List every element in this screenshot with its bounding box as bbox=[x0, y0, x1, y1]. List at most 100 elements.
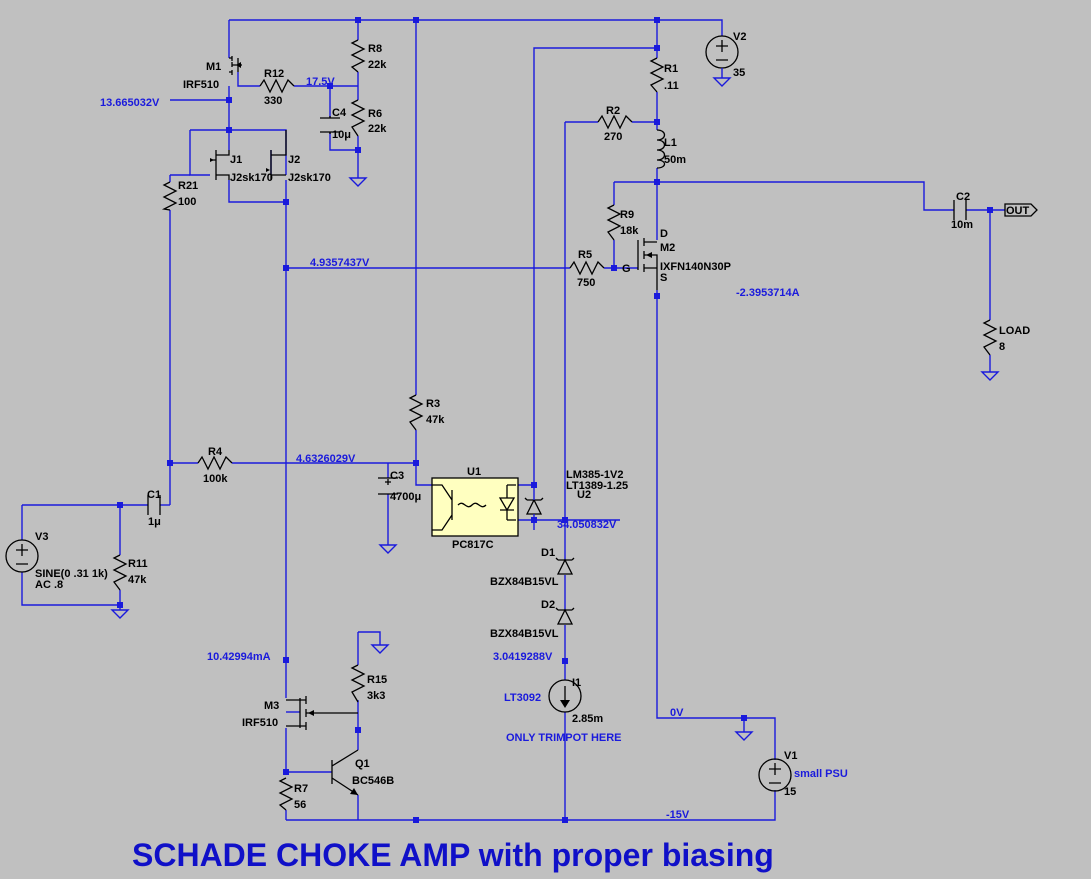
out-label: OUT bbox=[1006, 205, 1030, 217]
resistor-r5 bbox=[569, 260, 605, 276]
r9-value: 18k bbox=[620, 225, 639, 237]
c2-name: C2 bbox=[956, 191, 970, 203]
zener-d2 bbox=[555, 607, 575, 625]
resistor-r7 bbox=[278, 777, 294, 811]
capacitor-c3 bbox=[378, 477, 398, 495]
resistor-r8 bbox=[350, 39, 366, 73]
m3-value: IRF510 bbox=[242, 717, 278, 729]
q1-name: Q1 bbox=[355, 758, 370, 770]
load-name: LOAD bbox=[999, 325, 1030, 337]
i1-type: LT3092 bbox=[504, 692, 541, 704]
r7-value: 56 bbox=[294, 799, 306, 811]
r5-name: R5 bbox=[578, 249, 592, 261]
m1-value: IRF510 bbox=[183, 79, 219, 91]
operating-point-annotations: 17.5V 13.665032V 4.9357437V -2.3953714A … bbox=[100, 76, 800, 821]
source-v3 bbox=[5, 539, 39, 573]
bjt-q1 bbox=[331, 749, 359, 796]
r11-value: 47k bbox=[128, 574, 147, 586]
d2-name: D2 bbox=[541, 599, 555, 611]
r8-name: R8 bbox=[368, 43, 382, 55]
r15-name: R15 bbox=[367, 674, 387, 686]
r21-name: R21 bbox=[178, 180, 198, 192]
annotation-v-j: 13.665032V bbox=[100, 97, 160, 109]
component-labels: M1 IRF510 R8 22k R12 330 C4 10μ R6 22k J… bbox=[35, 31, 1030, 811]
r6-value: 22k bbox=[368, 123, 387, 135]
resistor-r21 bbox=[161, 181, 178, 211]
resistor-r15 bbox=[350, 664, 366, 703]
optocoupler-u1 bbox=[431, 477, 519, 537]
annotation-v-i1: 3.0419288V bbox=[493, 651, 553, 663]
output-port bbox=[1004, 203, 1038, 217]
c2-value: 10m bbox=[951, 219, 973, 231]
c3-value: 4700μ bbox=[390, 491, 421, 503]
mosfet-m2 bbox=[637, 238, 658, 290]
r4-name: R4 bbox=[208, 446, 223, 458]
r1-name: R1 bbox=[664, 63, 678, 75]
v1-value: 15 bbox=[784, 786, 796, 798]
q1-value: BC546B bbox=[352, 775, 394, 787]
m2-value: IXFN140N30P bbox=[660, 261, 731, 273]
d2-value: BZX84B15VL bbox=[490, 628, 559, 640]
i1-value: 2.85m bbox=[572, 713, 603, 725]
resistor-r3 bbox=[408, 394, 424, 431]
m2-g: G bbox=[622, 263, 631, 275]
resistor-r6 bbox=[350, 99, 366, 137]
m2-name: M2 bbox=[660, 242, 675, 254]
m2-s: S bbox=[660, 272, 667, 284]
c1-name: C1 bbox=[147, 489, 161, 501]
annotation-v-top: 17.5V bbox=[306, 76, 335, 88]
r9-name: R9 bbox=[620, 209, 634, 221]
junctions bbox=[117, 17, 993, 823]
r7-name: R7 bbox=[294, 783, 308, 795]
l1-value: 50m bbox=[664, 154, 686, 166]
annotation-i-m3: 10.42994mA bbox=[207, 651, 271, 663]
zener-d1 bbox=[555, 557, 575, 575]
u2-name: U2 bbox=[577, 489, 591, 501]
u1-value: PC817C bbox=[452, 539, 494, 551]
resistor-r1 bbox=[649, 57, 665, 93]
v2-value: 35 bbox=[733, 67, 745, 79]
annotation-v-r4: 4.6326029V bbox=[296, 453, 356, 465]
resistor-load bbox=[982, 319, 998, 356]
r1-value: .11 bbox=[664, 80, 679, 92]
m1-name: M1 bbox=[206, 61, 221, 73]
annotation-i-source: -2.3953714A bbox=[736, 287, 800, 299]
resistor-r11 bbox=[112, 554, 128, 591]
annotation-v-zero: 0V bbox=[670, 707, 684, 719]
v3-ac: AC .8 bbox=[35, 579, 63, 591]
load-value: 8 bbox=[999, 341, 1005, 353]
j2-value: J2sk170 bbox=[288, 172, 331, 184]
r5-value: 750 bbox=[577, 277, 595, 289]
v1-note: small PSU bbox=[794, 768, 848, 780]
d1-name: D1 bbox=[541, 547, 555, 559]
source-v2 bbox=[705, 35, 739, 78]
schematic-title: SCHADE CHOKE AMP with proper biasing bbox=[132, 837, 774, 873]
c4-name: C4 bbox=[332, 107, 347, 119]
r2-name: R2 bbox=[606, 105, 620, 117]
v3-name: V3 bbox=[35, 531, 48, 543]
r11-name: R11 bbox=[128, 558, 148, 570]
u1-name: U1 bbox=[467, 466, 481, 478]
r3-name: R3 bbox=[426, 398, 440, 410]
jfet-j2 bbox=[266, 130, 287, 180]
c1-value: 1μ bbox=[148, 516, 161, 528]
j2-name: J2 bbox=[288, 154, 300, 166]
current-source-i1 bbox=[548, 679, 582, 713]
m3-name: M3 bbox=[264, 700, 279, 712]
l1-name: L1 bbox=[664, 137, 677, 149]
annotation-v-gate: 4.9357437V bbox=[310, 257, 370, 269]
r21-value: 100 bbox=[178, 196, 196, 208]
annotation-v-u1: 34.050832V bbox=[557, 519, 617, 531]
capacitor-c4 bbox=[320, 116, 340, 134]
i1-name: I1 bbox=[572, 677, 581, 689]
r4-value: 100k bbox=[203, 473, 228, 485]
c3-name: C3 bbox=[390, 470, 404, 482]
u2-value2: LT1389-1.25 bbox=[566, 480, 628, 492]
mosfet-m3 bbox=[286, 696, 358, 730]
inductor-l1 bbox=[656, 129, 666, 169]
j1-name: J1 bbox=[230, 154, 242, 166]
m2-d: D bbox=[660, 228, 668, 240]
d1-value: BZX84B15VL bbox=[490, 576, 559, 588]
